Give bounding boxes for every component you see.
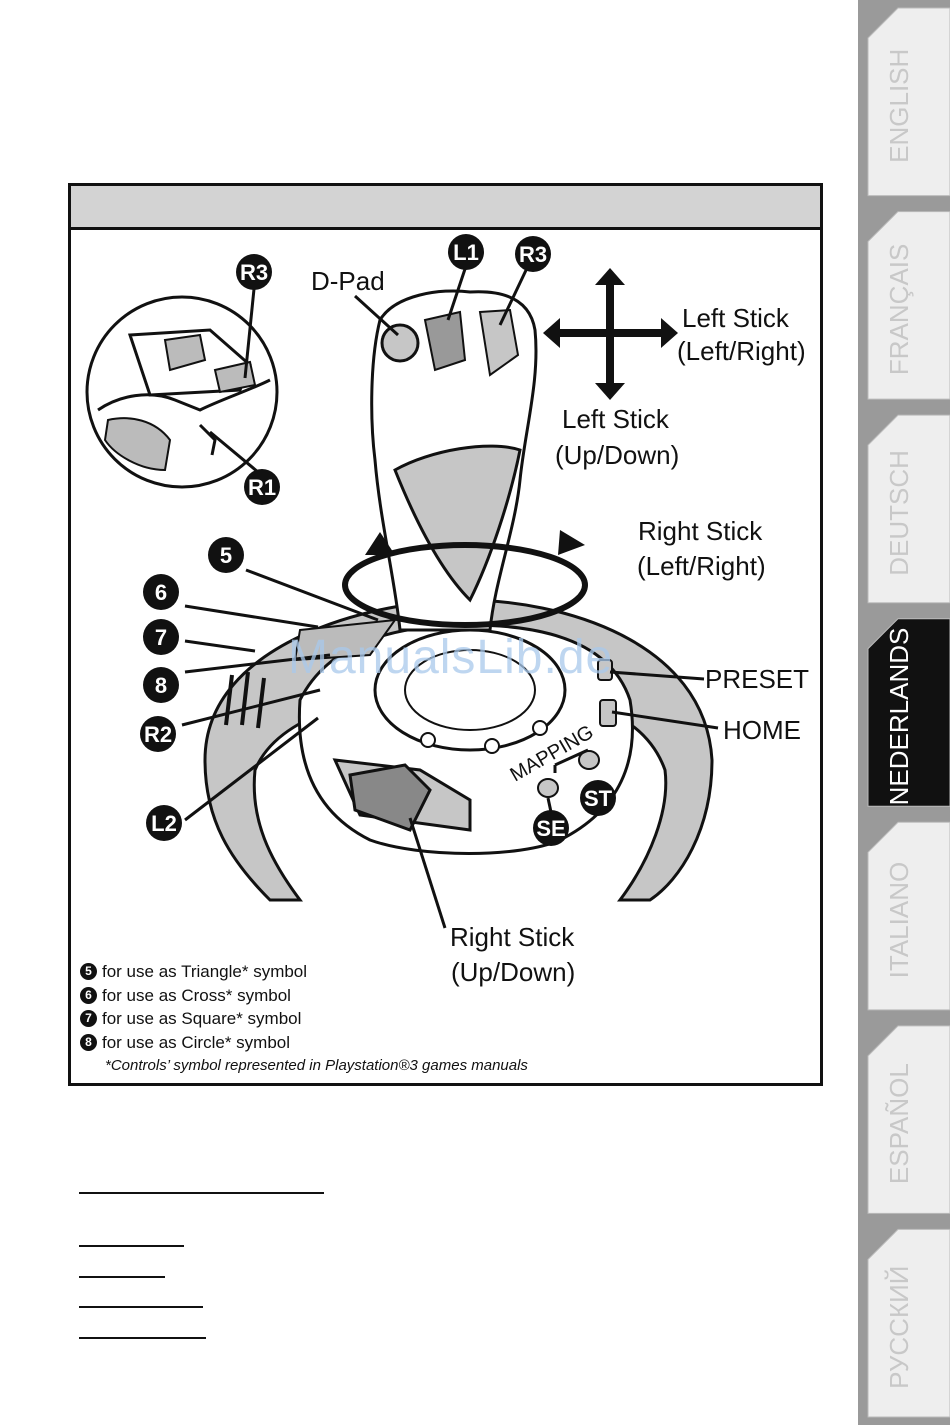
- badge-r3: R3: [515, 236, 551, 272]
- right-stick-lr-label-1: Right Stick: [638, 516, 763, 546]
- tab-français[interactable]: FRANÇAIS: [867, 211, 950, 400]
- tab-label: ITALIANO: [884, 862, 914, 979]
- left-stick-lr-label-2: (Left/Right): [677, 336, 806, 366]
- tab-label: FRANÇAIS: [884, 244, 914, 375]
- badge-5: 5: [208, 537, 244, 573]
- svg-text:8: 8: [155, 673, 167, 698]
- figure-header-bar: [71, 186, 820, 230]
- joystick-handle: [370, 289, 538, 632]
- tab-label: РУССКИЙ: [884, 1266, 914, 1389]
- badge-r2: R2: [140, 716, 176, 752]
- footnote-8: 8 for use as Circle* symbol: [80, 1031, 600, 1055]
- joystick-base: [203, 598, 714, 902]
- svg-text:L2: L2: [151, 811, 177, 836]
- left-stick-ud-label-1: Left Stick: [562, 404, 670, 434]
- inset-closeup: [85, 295, 279, 489]
- tab-label: ESPAÑOL: [884, 1063, 914, 1184]
- badge-l1: L1: [448, 234, 484, 270]
- badge-6: 6: [143, 574, 179, 610]
- tab-italiano[interactable]: ITALIANO: [867, 821, 950, 1011]
- svg-text:7: 7: [155, 625, 167, 650]
- right-stick-ud-label-1: Right Stick: [450, 922, 575, 952]
- home-label: HOME: [723, 715, 801, 745]
- badge-l2: L2: [146, 805, 182, 841]
- rule-line: [79, 1337, 206, 1339]
- tab-label: NEDERLANDS: [884, 628, 914, 806]
- svg-text:6: 6: [155, 580, 167, 605]
- badge-st: ST: [580, 780, 616, 816]
- rule-line: [79, 1306, 203, 1308]
- badge-r3-inset: R3: [236, 254, 272, 290]
- svg-text:SE: SE: [536, 816, 565, 841]
- leader-lines: [181, 265, 719, 929]
- tab-deutsch[interactable]: DEUTSCH: [867, 414, 950, 604]
- svg-text:R1: R1: [248, 475, 276, 500]
- footnote-note: *Controls’ symbol represented in Playsta…: [105, 1057, 528, 1074]
- tab-español[interactable]: ESPAÑOL: [867, 1025, 950, 1214]
- svg-text:R2: R2: [144, 722, 172, 747]
- badge-7: 7: [143, 619, 179, 655]
- tab-label: ENGLISH: [884, 49, 914, 163]
- left-stick-ud-label-2: (Up/Down): [555, 440, 679, 470]
- rule-line: [79, 1245, 184, 1247]
- twist-arrow: [342, 530, 588, 628]
- right-stick-ud-label-2: (Up/Down): [451, 957, 575, 987]
- footnote-5: 5 for use as Triangle* symbol: [80, 960, 600, 984]
- svg-text:5: 5: [220, 543, 232, 568]
- preset-label: PRESET: [705, 664, 809, 694]
- tab-русский[interactable]: РУССКИЙ: [867, 1228, 950, 1418]
- tab-english[interactable]: ENGLISH: [867, 7, 950, 197]
- footnote-7: 7 for use as Square* symbol: [80, 1007, 600, 1031]
- rule-line: [79, 1276, 165, 1278]
- footnotes: 5 for use as Triangle* symbol 6 for use …: [80, 960, 600, 1078]
- watermark: ManualsLib.de: [288, 631, 614, 684]
- left-stick-lr-label-1: Left Stick: [682, 303, 790, 333]
- language-tabs: ENGLISH FRANÇAIS DEUTSCH NEDERLANDS ITALIANO…: [858, 0, 950, 1425]
- rule-line: [79, 1192, 324, 1194]
- badge-r1: R1: [244, 469, 280, 505]
- footnote-6: 6 for use as Cross* symbol: [80, 984, 600, 1008]
- tab-nederlands[interactable]: NEDERLANDS: [867, 618, 950, 807]
- dpad-label: D-Pad: [311, 266, 385, 296]
- svg-text:L1: L1: [453, 240, 479, 265]
- svg-text:R3: R3: [240, 260, 268, 285]
- four-way-arrow-icon: [543, 268, 678, 400]
- badge-8: 8: [143, 667, 179, 703]
- badge-se: SE: [533, 810, 569, 846]
- right-stick-lr-label-2: (Left/Right): [637, 551, 766, 581]
- svg-text:R3: R3: [519, 242, 547, 267]
- svg-text:ST: ST: [584, 786, 613, 811]
- tab-label: DEUTSCH: [884, 450, 914, 576]
